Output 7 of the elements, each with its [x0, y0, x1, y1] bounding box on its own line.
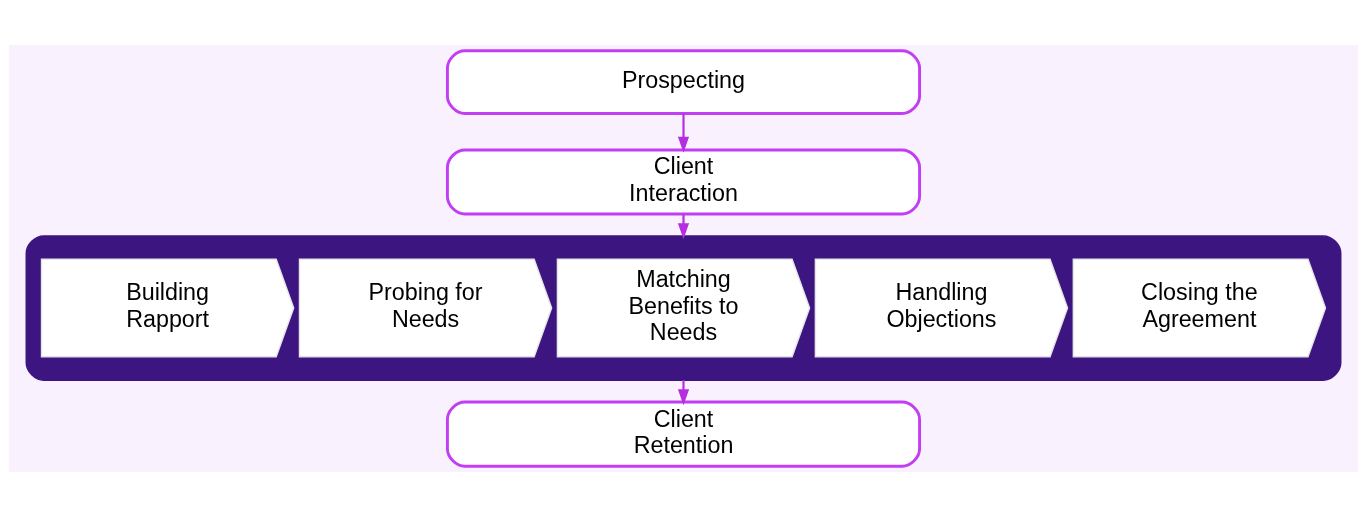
arrow: [677, 379, 690, 405]
node-box: Client Retention: [445, 400, 922, 468]
node-box: Client Interaction: [445, 147, 922, 215]
node-box: Prospecting: [445, 48, 922, 115]
arrow: [677, 113, 690, 153]
arrow: [677, 214, 690, 239]
cluster: [25, 234, 1342, 381]
